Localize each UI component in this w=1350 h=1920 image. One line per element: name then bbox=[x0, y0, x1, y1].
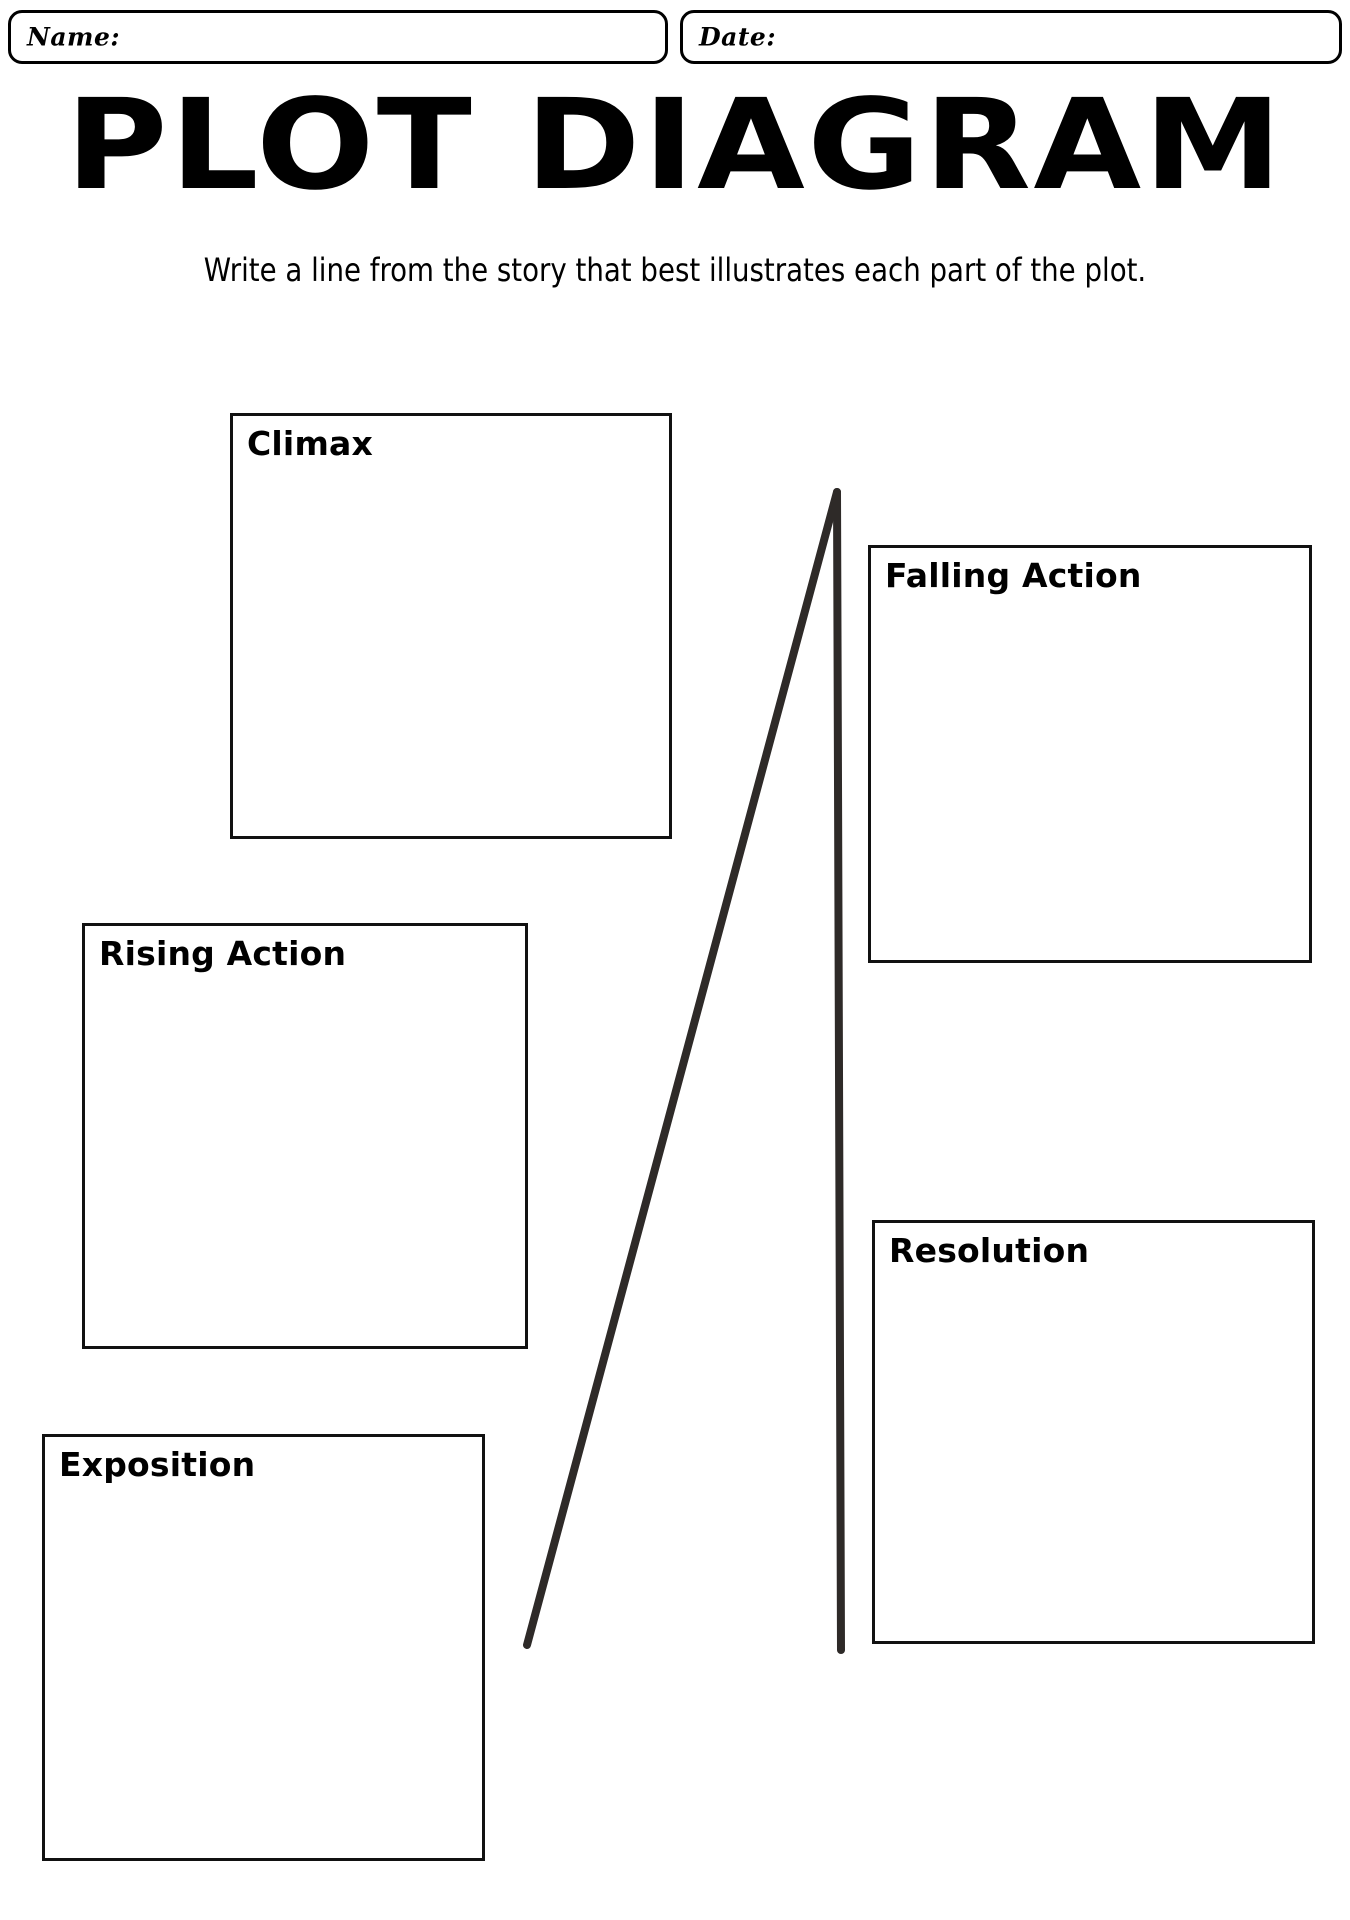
climax-box-label: Climax bbox=[247, 424, 373, 463]
climax-writing-area[interactable] bbox=[233, 468, 669, 836]
header-fields: Name: Date: bbox=[0, 10, 1350, 68]
rising-action-box[interactable]: Rising Action bbox=[82, 923, 528, 1349]
falling-action-box[interactable]: Falling Action bbox=[868, 545, 1312, 963]
date-field-label: Date: bbox=[699, 22, 777, 52]
name-field-label: Name: bbox=[27, 22, 121, 52]
resolution-writing-area[interactable] bbox=[875, 1275, 1312, 1641]
name-field[interactable]: Name: bbox=[8, 10, 668, 64]
falling-action-writing-area[interactable] bbox=[871, 600, 1309, 960]
rising-action-box-label: Rising Action bbox=[99, 934, 347, 973]
falling-action-box-label: Falling Action bbox=[885, 556, 1142, 595]
falling-action-line bbox=[833, 488, 845, 1654]
exposition-writing-area[interactable] bbox=[45, 1489, 482, 1858]
resolution-box[interactable]: Resolution bbox=[872, 1220, 1315, 1644]
resolution-box-label: Resolution bbox=[889, 1231, 1090, 1270]
exposition-box-label: Exposition bbox=[59, 1445, 256, 1484]
exposition-box[interactable]: Exposition bbox=[42, 1434, 485, 1861]
page-title: PLOT DIAGRAM bbox=[65, 71, 1285, 218]
date-field[interactable]: Date: bbox=[680, 10, 1342, 64]
rising-action-writing-area[interactable] bbox=[85, 978, 525, 1346]
instructions-text: Write a line from the story that best il… bbox=[203, 251, 1147, 289]
climax-box[interactable]: Climax bbox=[230, 413, 672, 839]
